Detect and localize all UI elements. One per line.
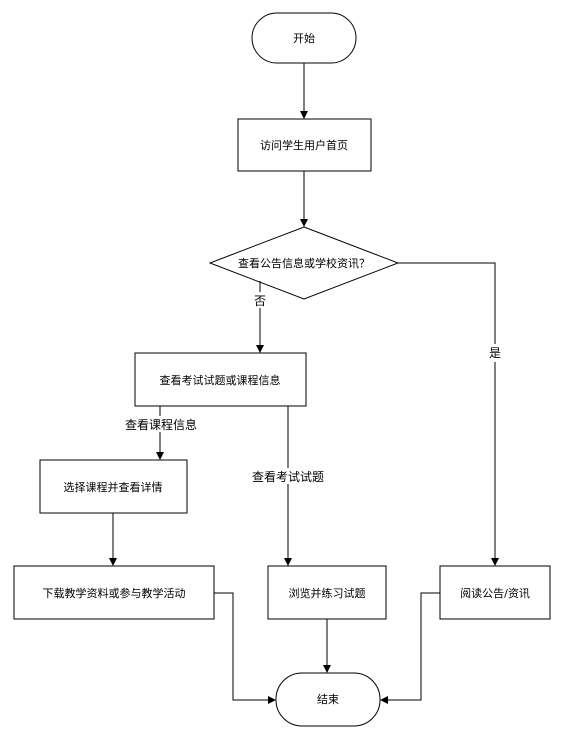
- edge-download-to-end: [214, 592, 276, 704]
- visit-home-label: 访问学生用户首页: [260, 138, 348, 152]
- edge-label-yes: 是: [489, 346, 501, 360]
- edge-label-view-exam: 查看考试试题: [252, 469, 324, 484]
- edge-notice-to-end: [380, 592, 440, 704]
- start-label: 开始: [293, 31, 315, 45]
- browse-exam-node: 浏览并练习试题: [267, 565, 387, 620]
- view-exam-or-course-label: 查看考试试题或课程信息: [160, 373, 281, 387]
- download-node: 下载教学资料或参与教学活动: [13, 565, 215, 620]
- exam-label-bg: [248, 468, 328, 484]
- start-node: 开始: [251, 12, 357, 64]
- select-course-label: 选择课程并查看详情: [64, 480, 163, 494]
- select-course-node: 选择课程并查看详情: [39, 459, 188, 514]
- end-node: 结束: [275, 672, 381, 727]
- yes-label-bg: [486, 344, 504, 362]
- end-label: 结束: [317, 693, 339, 706]
- edge-label-view-course-info: 查看课程信息: [125, 417, 197, 432]
- decision-node: 查看公告信息或学校资讯？: [208, 226, 400, 300]
- download-label: 下载教学资料或参与教学活动: [43, 586, 186, 600]
- decision-label: 查看公告信息或学校资讯？: [238, 256, 370, 270]
- browse-exam-label: 浏览并练习试题: [289, 586, 366, 600]
- visit-home-node: 访问学生用户首页: [237, 118, 372, 172]
- course-info-label-bg: [121, 416, 203, 432]
- edge-decision-yes: [398, 262, 499, 566]
- no-label-bg: [252, 292, 268, 308]
- view-exam-or-course-node: 查看考试试题或课程信息: [134, 352, 307, 407]
- read-notice-node: 阅读公告/资讯: [439, 565, 551, 620]
- read-notice-label: 阅读公告/资讯: [460, 586, 530, 600]
- edge-label-no: 否: [254, 294, 266, 308]
